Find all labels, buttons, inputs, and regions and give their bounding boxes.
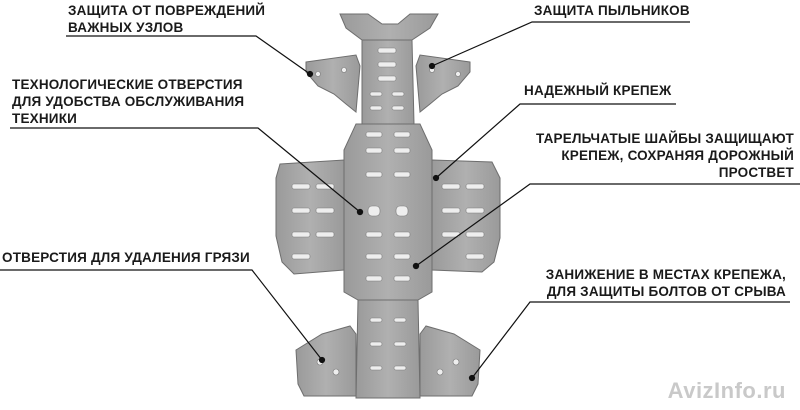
leader-lines xyxy=(0,21,800,382)
leader-reliable-mount xyxy=(435,103,676,179)
leader-recessed-mounts xyxy=(471,301,790,379)
leader-reliable-mount-dot xyxy=(432,174,440,182)
callout-damage-protection: ЗАЩИТА ОТ ПОВРЕЖДЕНИЙ ВАЖНЫХ УЗЛОВ xyxy=(68,2,265,36)
leader-damage-protection-dot xyxy=(306,70,314,78)
callout-reliable-mount-line-1: НАДЕЖНЫЙ КРЕПЕЖ xyxy=(524,83,672,98)
callout-boot-protection: ЗАЩИТА ПЫЛЬНИКОВ xyxy=(534,2,690,19)
leader-damage-protection xyxy=(66,35,311,75)
leader-boot-protection-dot xyxy=(428,62,436,70)
callout-reliable-mount: НАДЕЖНЫЙ КРЕПЕЖ xyxy=(524,82,671,99)
leader-service-holes xyxy=(10,127,361,213)
callout-damage-protection-line-2: ВАЖНЫХ УЗЛОВ xyxy=(68,20,184,35)
callout-service-holes-line-2: ДЛЯ УДОБСТВА ОБСЛУЖИВАНИЯ xyxy=(12,94,245,109)
right-front-arm-guard xyxy=(415,54,471,113)
callout-recessed-mounts-line-2: ДЛЯ ЗАЩИТЫ БОЛТОВ ОТ СРЫВА xyxy=(546,284,786,299)
callout-service-holes-line-1: ТЕХНОЛОГИЧЕСКИЕ ОТВЕРСТИЯ xyxy=(12,77,243,92)
rear-center-plate xyxy=(355,299,421,399)
leader-service-holes-dot xyxy=(356,208,364,216)
leader-cup-washers xyxy=(415,183,800,267)
front-bumper-plate xyxy=(339,13,439,41)
left-front-arm-guard xyxy=(305,54,361,113)
callout-dirt-holes-line-1: ОТВЕРСТИЯ ДЛЯ УДАЛЕНИЯ ГРЯЗИ xyxy=(2,250,250,265)
callout-recessed-mounts: ЗАНИЖЕНИЕ В МЕСТАХ КРЕПЕЖА, ДЛЯ ЗАЩИТЫ Б… xyxy=(546,266,786,300)
callout-cup-washers: ТАРЕЛЬЧАТЫЕ ШАЙБЫ ЗАЩИЩАЮТ КРЕПЕЖ, СОХРА… xyxy=(536,130,794,181)
callout-boot-protection-line-1: ЗАЩИТА ПЫЛЬНИКОВ xyxy=(534,3,690,18)
leader-recessed-mounts-dot xyxy=(468,374,476,382)
leader-dirt-holes-dot xyxy=(318,356,326,364)
leader-boot-protection xyxy=(431,21,690,67)
callout-damage-protection-line-1: ЗАЩИТА ОТ ПОВРЕЖДЕНИЙ xyxy=(68,3,266,18)
callout-cup-washers-line-2: КРЕПЕЖ, СОХРАНЯЯ ДОРОЖНЫЙ xyxy=(561,148,794,163)
callout-dirt-holes: ОТВЕРСТИЯ ДЛЯ УДАЛЕНИЯ ГРЯЗИ xyxy=(2,249,250,266)
callout-cup-washers-line-3: ПРОСТВЕТ xyxy=(718,165,794,180)
callout-cup-washers-line-1: ТАРЕЛЬЧАТЫЕ ШАЙБЫ ЗАЩИЩАЮТ xyxy=(536,131,794,146)
callout-recessed-mounts-line-1: ЗАНИЖЕНИЕ В МЕСТАХ КРЕПЕЖА, xyxy=(545,267,786,282)
callout-service-holes-line-3: ТЕХНИКИ xyxy=(12,111,78,126)
callout-service-holes: ТЕХНОЛОГИЧЕСКИЕ ОТВЕРСТИЯ ДЛЯ УДОБСТВА О… xyxy=(12,76,244,127)
right-rear-arm-guard xyxy=(419,325,481,397)
leader-cup-washers-dot xyxy=(412,262,420,270)
watermark-text: AvizInfo.ru xyxy=(667,378,786,403)
left-rear-arm-guard xyxy=(295,325,357,397)
leader-dirt-holes xyxy=(0,269,323,361)
